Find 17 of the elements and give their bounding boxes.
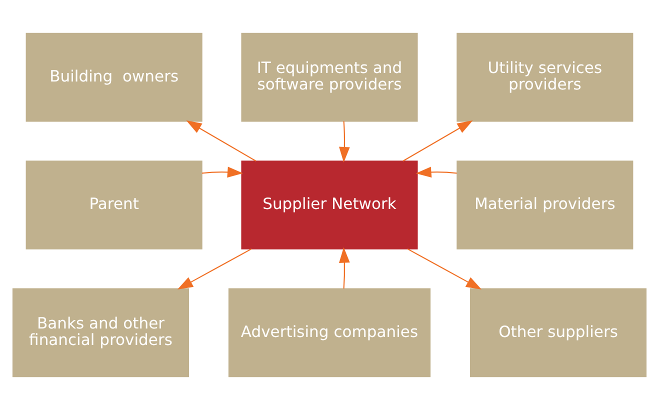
node-box: IT equipments and software providers bbox=[241, 32, 418, 122]
node-box: Building owners bbox=[26, 32, 202, 122]
node-box: Material providers bbox=[456, 160, 634, 249]
arrow bbox=[402, 120, 473, 162]
node-box: Other suppliers bbox=[470, 288, 647, 377]
arrow bbox=[339, 246, 350, 288]
arrow bbox=[177, 248, 252, 290]
arrow bbox=[339, 120, 350, 162]
arrow bbox=[186, 120, 256, 162]
arrow bbox=[407, 248, 482, 290]
node-box: Utility services providers bbox=[456, 32, 634, 122]
node-box: Parent bbox=[26, 160, 202, 249]
node-box: Supplier Network bbox=[241, 160, 418, 249]
node-box: Advertising companies bbox=[228, 288, 431, 377]
node-box: Banks and other financial providers bbox=[12, 288, 190, 377]
arrow bbox=[416, 166, 457, 178]
arrow bbox=[202, 166, 244, 178]
